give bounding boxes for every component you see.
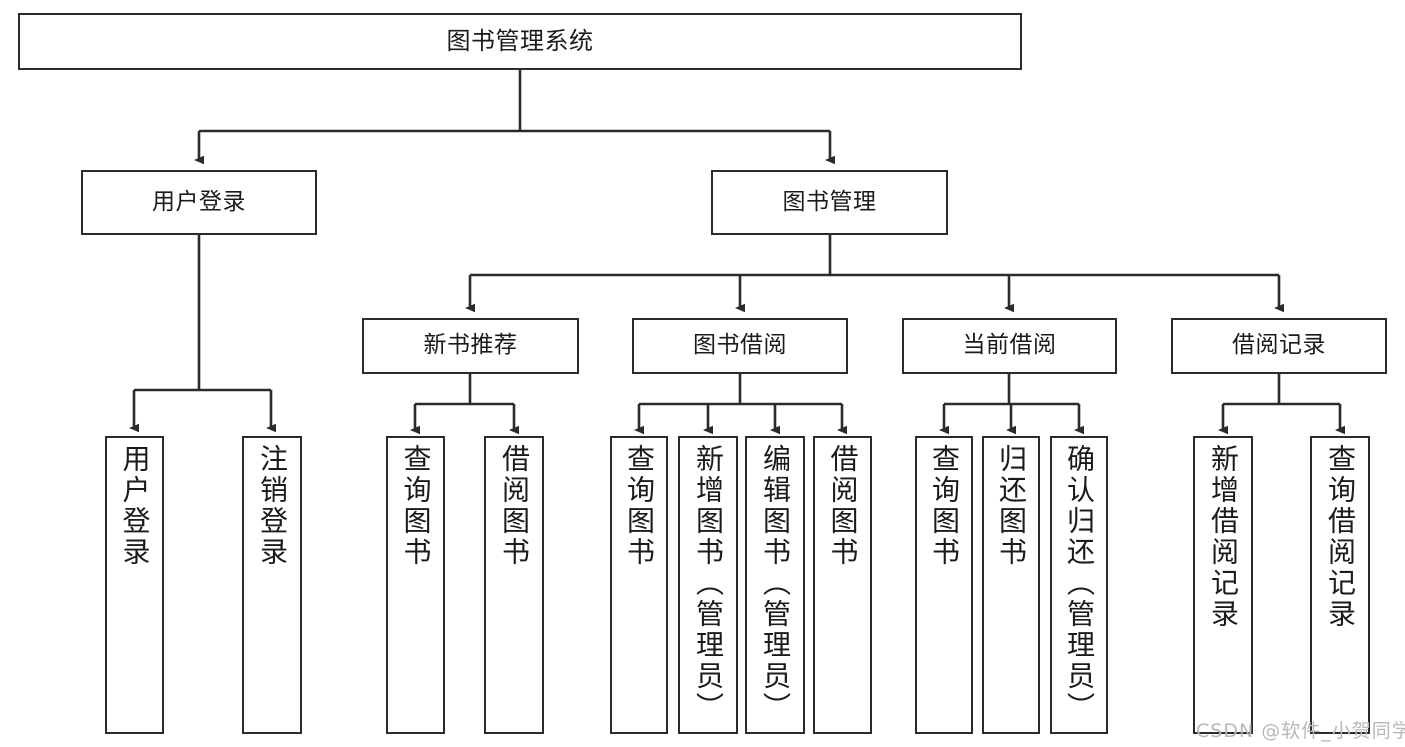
- node-label: 编辑图书（管理员）: [759, 444, 792, 723]
- node-user-login[interactable]: 用户登录: [81, 170, 317, 235]
- leaf-logout-login[interactable]: 注销登录: [242, 436, 302, 734]
- leaf-borrow-book-2[interactable]: 借阅图书: [813, 436, 872, 734]
- node-label: 查询图书: [399, 444, 433, 568]
- leaf-query-book-1[interactable]: 查询图书: [386, 436, 445, 734]
- leaf-user-login[interactable]: 用户登录: [105, 436, 164, 734]
- node-label: 归还图书: [995, 444, 1028, 568]
- node-label: 确认归还（管理员）: [1063, 444, 1096, 723]
- leaf-return-book[interactable]: 归还图书: [982, 436, 1040, 734]
- node-root-system[interactable]: 图书管理系统: [18, 13, 1022, 70]
- node-label: 新增图书（管理员）: [692, 444, 725, 723]
- node-label: 图书借阅: [693, 332, 787, 359]
- node-label: 查询借阅记录: [1324, 444, 1357, 630]
- leaf-borrow-book-1[interactable]: 借阅图书: [484, 436, 544, 734]
- node-label: 用户登录: [152, 188, 246, 215]
- node-label: 借阅记录: [1232, 332, 1326, 359]
- node-borrow-record[interactable]: 借阅记录: [1171, 318, 1387, 374]
- node-new-book-recommend[interactable]: 新书推荐: [362, 318, 579, 374]
- leaf-edit-book[interactable]: 编辑图书（管理员）: [745, 436, 805, 734]
- node-label: 当前借阅: [962, 332, 1057, 359]
- node-current-borrow[interactable]: 当前借阅: [902, 318, 1117, 374]
- node-label: 借阅图书: [498, 444, 531, 568]
- node-book-manage[interactable]: 图书管理: [711, 170, 948, 235]
- node-label: 查询图书: [623, 444, 656, 568]
- leaf-query-record[interactable]: 查询借阅记录: [1310, 436, 1370, 734]
- leaf-confirm-return[interactable]: 确认归还（管理员）: [1050, 436, 1108, 734]
- node-label: 借阅图书: [826, 444, 860, 568]
- node-label: 用户登录: [118, 444, 152, 568]
- node-label: 注销登录: [256, 444, 289, 568]
- node-label: 图书管理系统: [446, 27, 594, 56]
- node-label: 新增借阅记录: [1207, 444, 1240, 630]
- leaf-query-book-2[interactable]: 查询图书: [610, 436, 668, 734]
- leaf-add-book[interactable]: 新增图书（管理员）: [678, 436, 738, 734]
- node-label: 查询图书: [928, 444, 961, 568]
- csdn-watermark: CSDN @软件_小贺同学: [1196, 720, 1405, 742]
- node-label: 新书推荐: [423, 332, 518, 359]
- node-book-borrow[interactable]: 图书借阅: [632, 318, 848, 374]
- leaf-add-record[interactable]: 新增借阅记录: [1193, 436, 1253, 734]
- node-label: 图书管理: [782, 188, 877, 215]
- leaf-query-book-3[interactable]: 查询图书: [915, 436, 973, 734]
